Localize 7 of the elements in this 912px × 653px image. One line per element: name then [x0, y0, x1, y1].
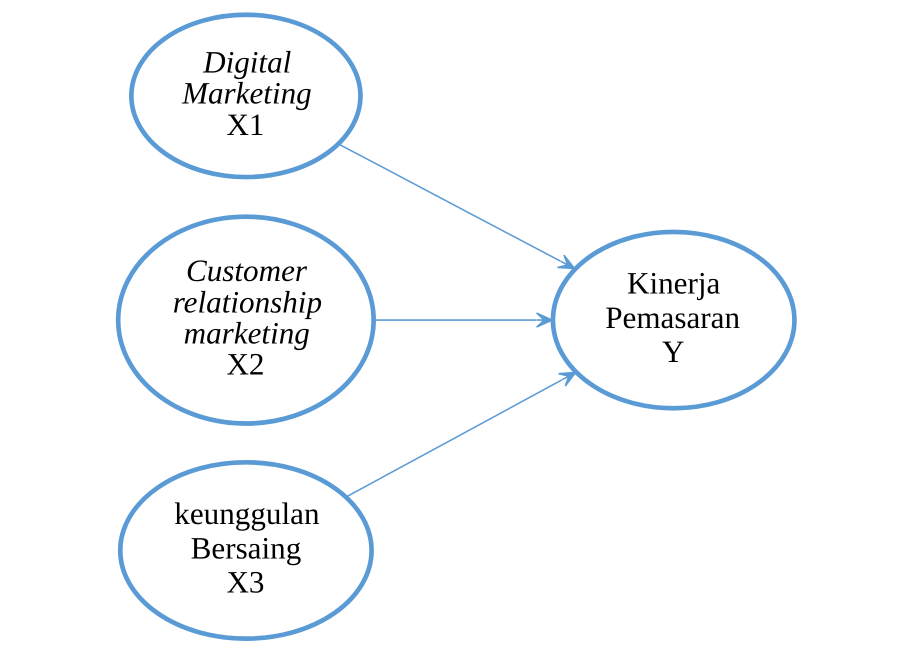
node-ellipse: Digital Marketing X1: [128, 12, 362, 180]
arrow: [373, 312, 552, 328]
node-ellipse: Kinerja Pemasaran Y: [550, 230, 796, 411]
arrow: [338, 143, 575, 270]
node-ellipse: Customer relationship marketing X2: [115, 214, 376, 426]
arrow: [345, 372, 576, 498]
node-ellipse: keunggulan Bersaing X3: [117, 460, 374, 641]
